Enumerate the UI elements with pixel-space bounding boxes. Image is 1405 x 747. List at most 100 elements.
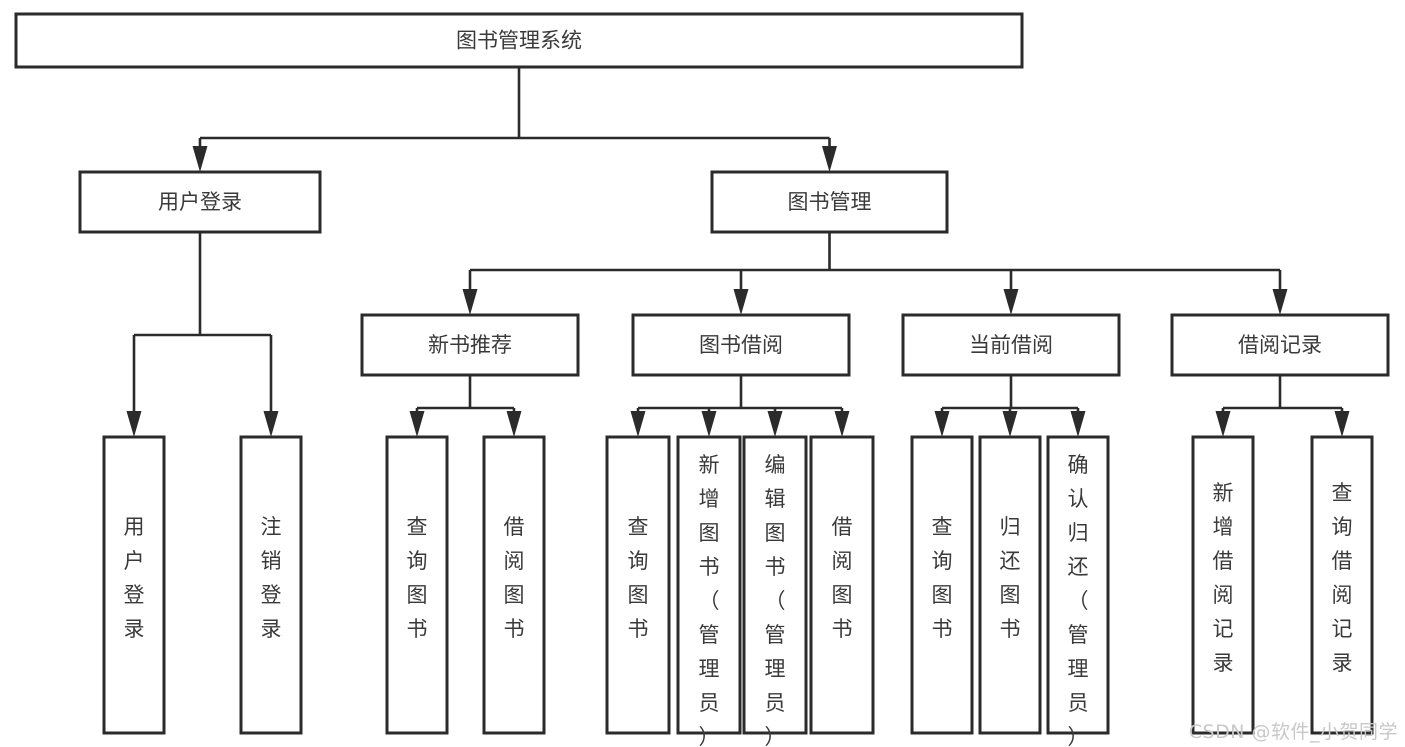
node-用户登录[interactable]: 用户登录 [102, 435, 166, 735]
node-label: 图书管理系统 [456, 29, 582, 53]
node-label-char: 增 [1213, 515, 1234, 539]
node-label-char: 管 [699, 623, 720, 647]
node-借阅记录[interactable]: 借阅记录 [1170, 313, 1390, 377]
node-label-char: 用 [124, 515, 145, 539]
node-label-char: 图 [504, 583, 525, 607]
node-label-char: 记 [1332, 617, 1353, 641]
node-box [360, 313, 580, 377]
node-label-char: 阅 [1332, 583, 1353, 607]
node-label-char: 查 [1332, 481, 1353, 505]
edge-book-mgmt-to-新书推荐-arrowhead [462, 289, 478, 315]
node-新书推荐[interactable]: 新书推荐 [360, 313, 580, 377]
node-图书管理[interactable]: 图书管理 [710, 170, 949, 234]
node-label-char: 录 [1213, 651, 1234, 675]
node-label-char: 借 [1213, 549, 1234, 573]
node-label-char: 录 [261, 617, 282, 641]
node-label-char: 登 [124, 583, 145, 607]
node-label-char: 书 [932, 617, 953, 641]
node-label-char: 询 [628, 549, 649, 573]
node-label-char: 归 [1068, 521, 1089, 545]
node-label: 图书管理 [788, 190, 872, 214]
node-label: 借阅记录 [1238, 333, 1322, 357]
node-label: 用户登录 [158, 190, 242, 214]
edge-root-to-用户登录-arrowhead [192, 146, 208, 172]
node-label-char: 增 [699, 487, 720, 511]
node-box [1170, 313, 1390, 377]
node-label-char: 录 [124, 617, 145, 641]
node-box [742, 435, 808, 735]
edge-user-login-to-用户登录-arrowhead [126, 411, 142, 437]
node-label-char: 还 [1000, 549, 1021, 573]
node-box [482, 435, 546, 735]
edge-借阅记录-to-查询借阅记录-arrowhead [1334, 411, 1350, 437]
node-图书借阅[interactable]: 图书借阅 [631, 313, 851, 377]
node-label-char: 图 [1000, 583, 1021, 607]
node-label-char: 理 [1068, 657, 1089, 681]
node-label-char: 图 [699, 521, 720, 545]
node-label-char: （ [765, 589, 786, 613]
node-label-char: 员 [765, 691, 786, 715]
node-box [901, 313, 1121, 377]
node-layer: 图书管理系统用户登录图书管理用户登录注销登录新书推荐查询图书借阅图书图书借阅查询… [14, 12, 1390, 747]
node-label: 当前借阅 [969, 333, 1053, 357]
node-label-char: 确 [1068, 453, 1089, 477]
node-label-char: 图 [832, 583, 853, 607]
node-label-char: 查 [932, 515, 953, 539]
node-label-char: 员 [1068, 691, 1089, 715]
node-box [631, 313, 851, 377]
node-label-char: 书 [407, 617, 428, 641]
node-label-char: 户 [124, 549, 145, 573]
node-label-char: 图 [407, 583, 428, 607]
node-box [1310, 435, 1374, 735]
edge-book-mgmt-to-借阅记录-arrowhead [1272, 289, 1288, 315]
node-label-char: 认 [1068, 487, 1089, 511]
node-label-char: （ [1068, 589, 1089, 613]
node-label-char: 借 [1332, 549, 1353, 573]
edge-图书借阅-to-查询图书-arrowhead [630, 411, 646, 437]
node-用户登录[interactable]: 用户登录 [78, 170, 322, 234]
edge-图书借阅-to-新增图书管理员-arrowhead [701, 411, 717, 437]
node-label-char: 阅 [832, 549, 853, 573]
node-label-char: 登 [261, 583, 282, 607]
edge-图书借阅-to-编辑图书管理员-arrowhead [767, 411, 783, 437]
node-当前借阅[interactable]: 当前借阅 [901, 313, 1121, 377]
node-label-char: 销 [261, 549, 282, 573]
edge-新书推荐-to-借阅图书-arrowhead [506, 411, 522, 437]
node-label-char: 询 [1332, 515, 1353, 539]
node-box [605, 435, 671, 735]
node-box [710, 170, 949, 234]
node-label-char: 理 [765, 657, 786, 681]
edge-图书借阅-to-借阅图书-arrowhead [834, 411, 850, 437]
node-box [102, 435, 166, 735]
node-box [78, 170, 322, 234]
node-label-char: ） [765, 725, 786, 747]
connector-layer [126, 67, 1350, 437]
edge-book-mgmt-to-图书借阅-arrowhead [733, 289, 749, 315]
node-图书管理系统[interactable]: 图书管理系统 [14, 12, 1024, 69]
node-box [14, 12, 1024, 69]
node-label-char: 查 [407, 515, 428, 539]
node-label-char: 理 [699, 657, 720, 681]
node-label-char: 图 [765, 521, 786, 545]
node-box [239, 435, 303, 735]
node-label-char: 注 [261, 515, 282, 539]
node-box [1191, 435, 1255, 735]
node-label-char: 归 [1000, 515, 1021, 539]
node-box [809, 435, 875, 735]
edge-当前借阅-to-查询图书-arrowhead [934, 411, 950, 437]
edge-借阅记录-to-新增借阅记录-arrowhead [1215, 411, 1231, 437]
edge-book-mgmt-to-当前借阅-arrowhead [1003, 289, 1019, 315]
